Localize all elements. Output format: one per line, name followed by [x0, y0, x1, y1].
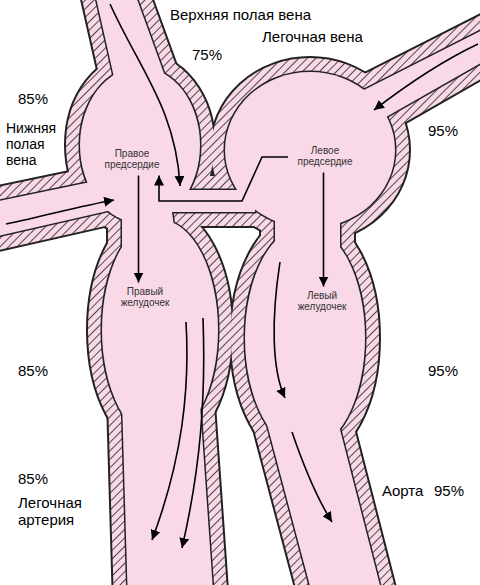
diagram-label: 85%: [18, 90, 48, 107]
diagram-label: 95%: [428, 122, 458, 139]
flow-arrow: [110, 4, 180, 186]
chamber-label-box: Левое предсердие: [288, 142, 362, 173]
blood-flow-connector: [159, 157, 288, 201]
chamber-name: Левое предсердие: [292, 145, 358, 168]
diagram-label: 95%: [434, 482, 464, 499]
flow-arrow: [182, 318, 204, 548]
diagram-label: 85%: [18, 362, 48, 379]
chamber-name: Правое предсердие: [99, 148, 165, 171]
chamber-label-box: Правый желудочек: [108, 283, 182, 314]
flow-arrows: [6, 4, 478, 548]
flow-arrow: [374, 44, 478, 110]
flow-arrow: [274, 262, 285, 398]
chamber-name: Правый желудочек: [112, 286, 178, 309]
blood-flow-connector: [138, 176, 140, 283]
chamber-label-box: Левый желудочек: [285, 287, 359, 318]
diagram-label: Аорта: [382, 482, 423, 499]
diagram-label: 95%: [428, 362, 458, 379]
diagram-label: 75%: [192, 46, 222, 63]
flow-arrow: [292, 432, 332, 522]
blood-flow-connector: [323, 173, 325, 287]
diagram-label: Нижняя полая вена: [6, 120, 70, 168]
diagram-label: Легочная артерия: [18, 494, 110, 528]
chamber-label-box: Правое предсердие: [95, 145, 169, 176]
diagram-label: Верхняя полая вена: [170, 6, 311, 23]
flow-arrow: [152, 322, 187, 540]
diagram-label: 85%: [18, 470, 48, 487]
flow-arrow: [6, 200, 114, 224]
diagram-label: Легочная вена: [262, 28, 363, 45]
chamber-name: Левый желудочек: [289, 290, 355, 313]
